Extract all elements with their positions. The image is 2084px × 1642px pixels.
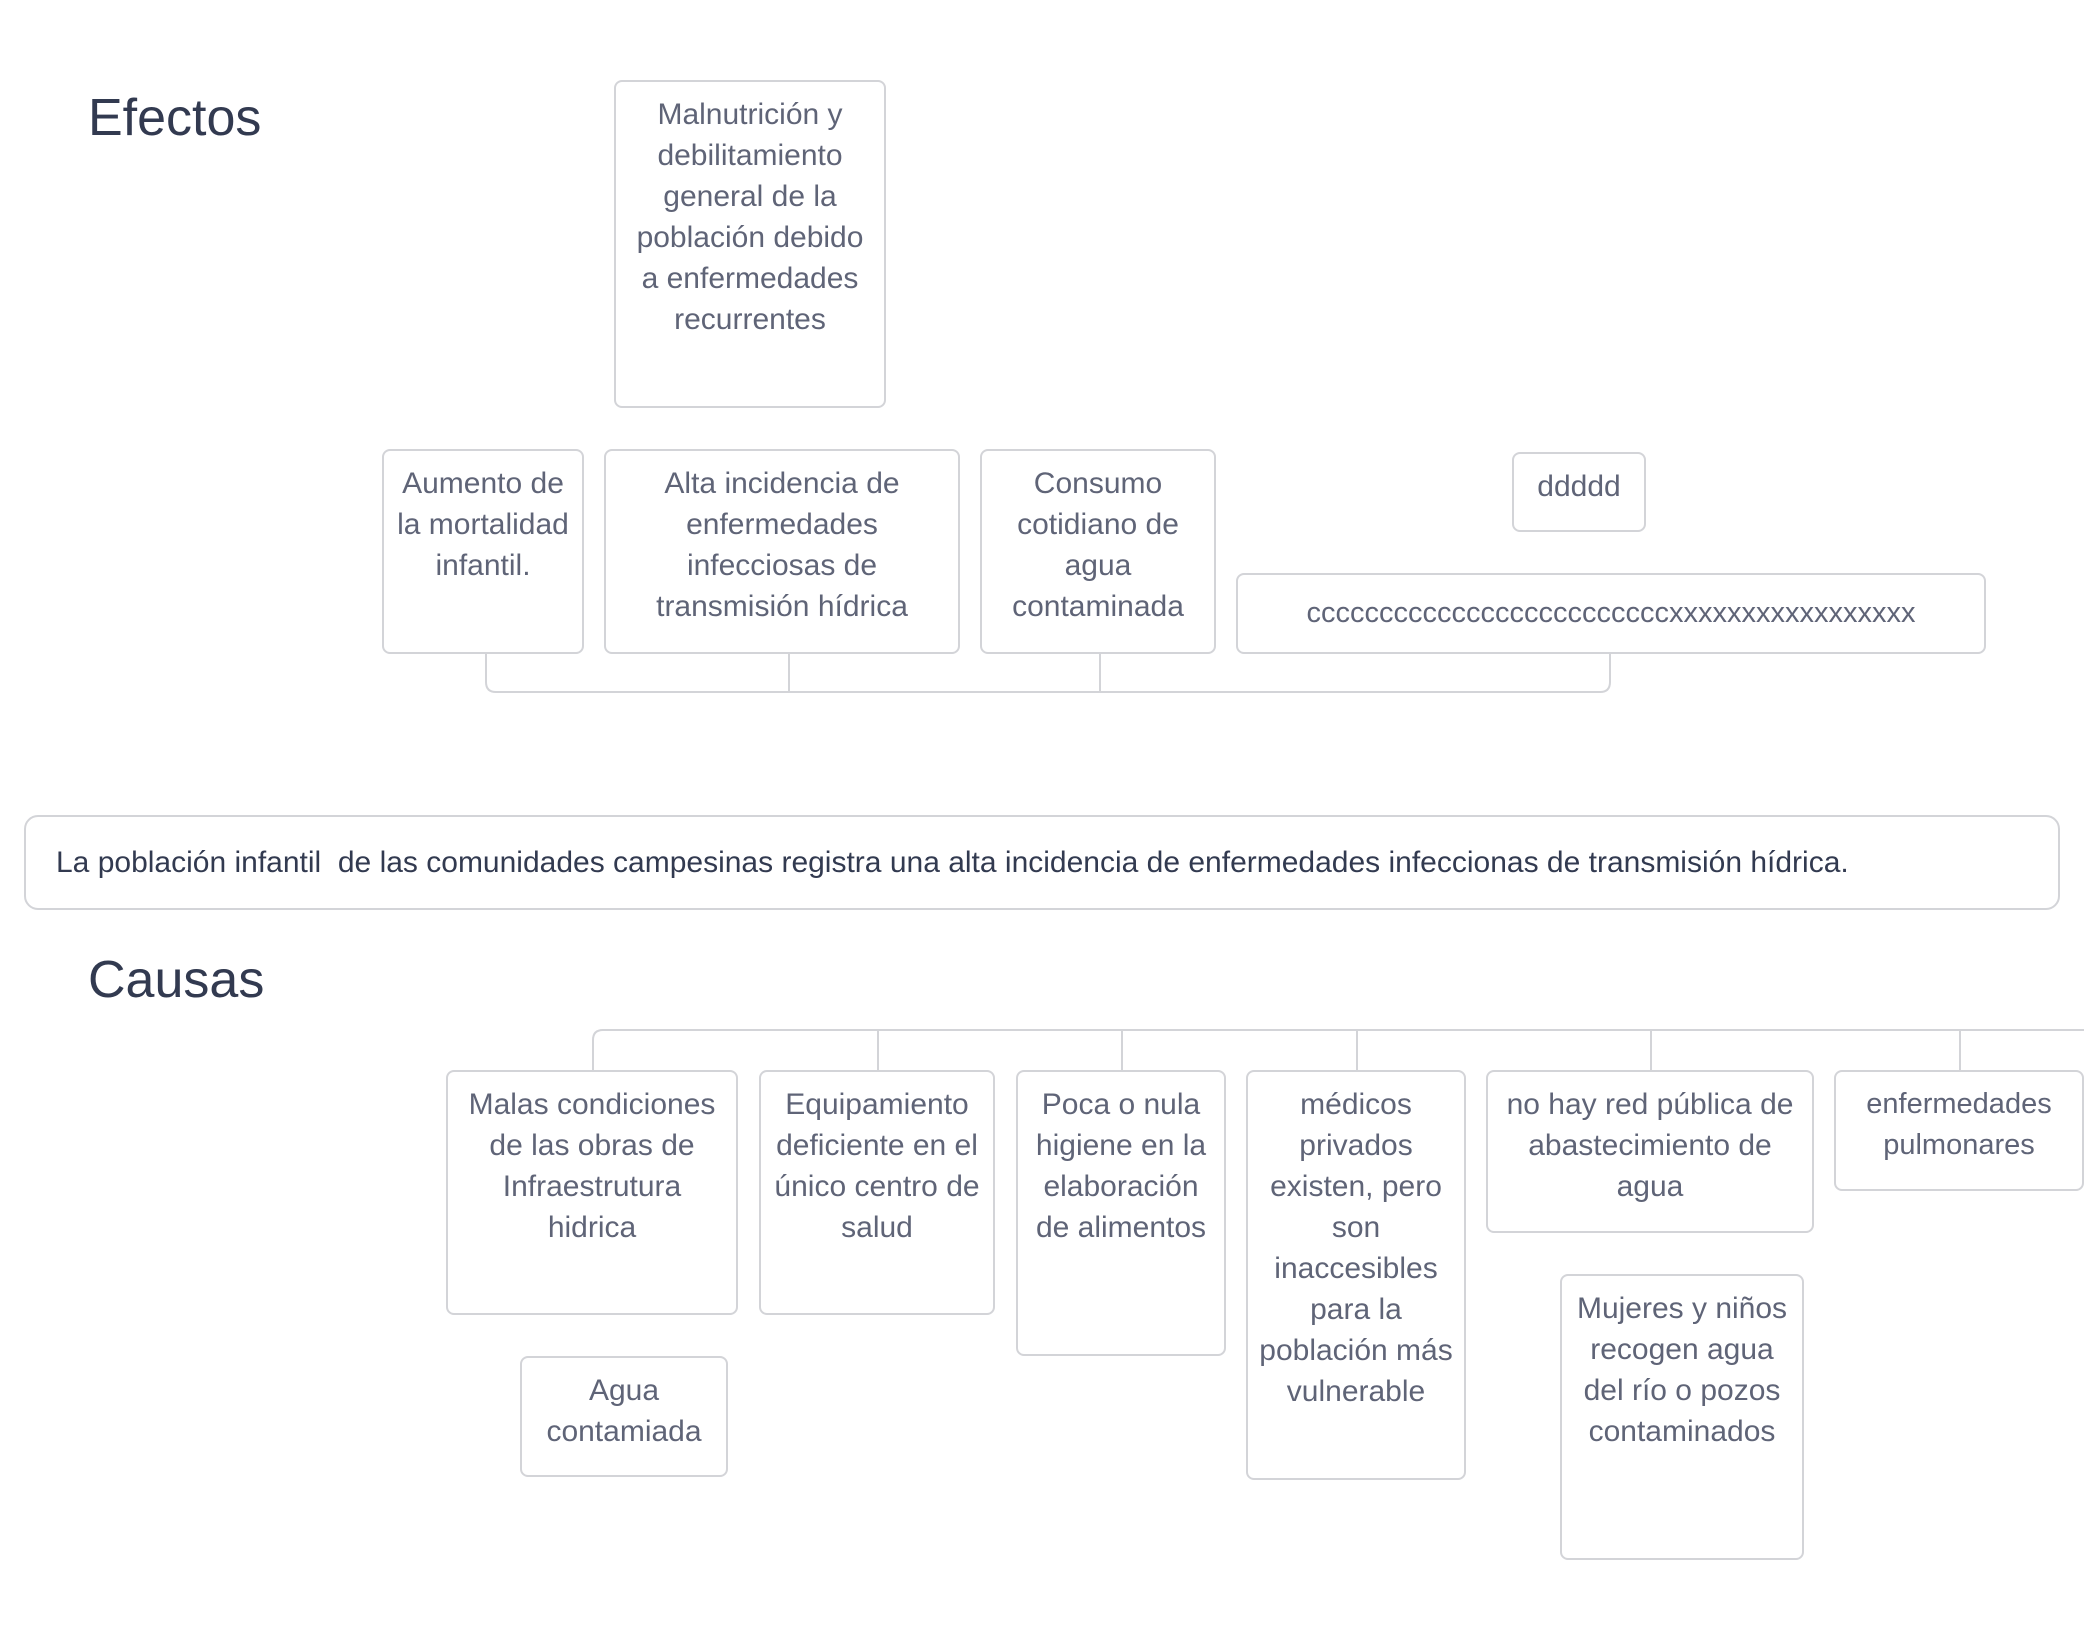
central-problem-label: La población infantil de las comunidades… [56,845,1849,879]
effect-node-infant-mortality[interactable]: Aumento de la mortalidad infantil. [382,449,584,654]
effect-node-label: Aumento de la mortalidad infantil. [397,467,569,582]
effect-node-waterborne-diseases[interactable]: Alta incidencia de enfermedades infeccio… [604,449,960,654]
cause-node-label: enfermedades pulmonares [1866,1088,2052,1161]
cause-node-label: Mujeres y niños recogen agua del río o p… [1576,1292,1788,1448]
effect-node-label: Malnutrición y debilitamiento general de… [636,98,864,336]
effects-heading: Efectos [88,89,262,147]
cause-node-private-doctors[interactable]: médicos privados existen, pero son inacc… [1246,1070,1466,1480]
effect-node-label: ddddd [1537,470,1621,503]
central-problem[interactable]: La población infantil de las comunidades… [24,815,2060,910]
cause-node-label: Agua contamiada [546,1374,702,1448]
cause-node-label: Malas condiciones de las obras de Infrae… [468,1088,716,1244]
effects-connector [485,654,1611,693]
effect-node-contaminated-water[interactable]: Consumo cotidiano de agua contaminada [980,449,1216,654]
cause-node-label: médicos privados existen, pero son inacc… [1259,1088,1453,1408]
cause-node-label: no hay red pública de abastecimiento de … [1506,1088,1794,1203]
cause-node-water-network[interactable]: no hay red pública de abastecimiento de … [1486,1070,1814,1233]
cause-node-infrastructure[interactable]: Malas condiciones de las obras de Infrae… [446,1070,738,1315]
cause-node-food-hygiene[interactable]: Poca o nula higiene en la elaboración de… [1016,1070,1226,1356]
cause-node-label: Equipamiento deficiente en el único cent… [774,1088,980,1244]
cause-node-lung-diseases[interactable]: enfermedades pulmonares [1834,1070,2084,1191]
cause-node-water-collection[interactable]: Mujeres y niños recogen agua del río o p… [1560,1274,1804,1560]
effect-node-label: Alta incidencia de enfermedades infeccio… [656,467,908,623]
cause-node-health-center[interactable]: Equipamiento deficiente en el único cent… [759,1070,995,1315]
effect-node-label: cccccccccccccccccccccccccxxxxxxxxxxxxxxx… [1306,597,1916,629]
causes-connector [592,1029,2084,1070]
causes-heading: Causas [88,951,265,1009]
effect-node-placeholder[interactable]: cccccccccccccccccccccccccxxxxxxxxxxxxxxx… [1236,573,1986,654]
effect-node-malnutrition[interactable]: Malnutrición y debilitamiento general de… [614,80,886,408]
cause-node-label: Poca o nula higiene en la elaboración de… [1035,1088,1207,1244]
cause-node-contaminated-water[interactable]: Agua contamiada [520,1356,728,1477]
effect-node-ddddd[interactable]: ddddd [1512,452,1646,532]
effect-node-label: Consumo cotidiano de agua contaminada [1012,467,1184,623]
